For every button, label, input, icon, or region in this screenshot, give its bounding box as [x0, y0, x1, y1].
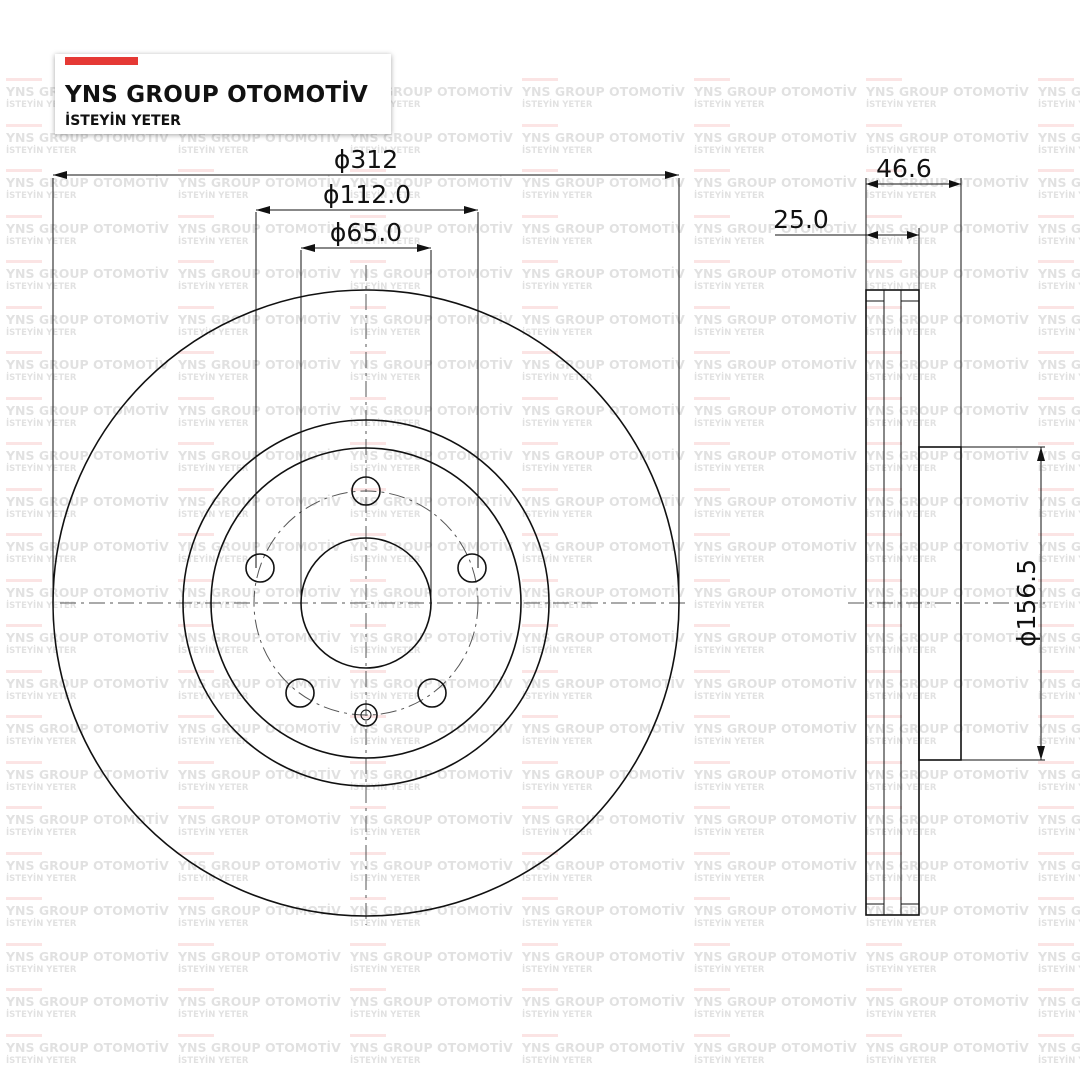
brand-slogan: İSTEYİN YETER — [65, 113, 181, 129]
brand-name: YNS GROUP OTOMOTİV — [65, 82, 369, 108]
bolt-hole-3 — [417, 678, 447, 708]
locating-screw-inner — [360, 709, 372, 721]
side-dimensions: 46.6 25.0 ϕ156.5 — [773, 154, 1045, 761]
front-view — [52, 265, 690, 925]
center-bore-label: ϕ65.0 — [330, 218, 402, 247]
locating-screw-hole — [354, 703, 378, 727]
bolt-hole-1 — [351, 476, 381, 506]
bolt-hole-2 — [457, 553, 487, 583]
outer-diameter-label: ϕ312 — [334, 145, 398, 174]
side-view — [848, 289, 1045, 916]
hat-inner-circle — [210, 447, 522, 759]
front-dimensions: ϕ312 ϕ112.0 ϕ65.0 — [52, 145, 680, 603]
bolt-circle-label: ϕ112.0 — [323, 180, 411, 209]
hat-diameter-label: ϕ156.5 — [1012, 559, 1041, 647]
total-height-label: 46.6 — [876, 154, 932, 183]
brand-accent-bar — [65, 57, 138, 65]
bolt-hole-5 — [245, 553, 275, 583]
hat-outline — [918, 446, 962, 761]
brand-logo-box: YNS GROUP OTOMOTİV İSTEYİN YETER — [55, 54, 391, 134]
hat-outer-circle — [182, 419, 550, 787]
bolt-circle — [253, 490, 479, 716]
bolt-hole-4 — [285, 678, 315, 708]
disc-thickness-label: 25.0 — [773, 205, 829, 234]
